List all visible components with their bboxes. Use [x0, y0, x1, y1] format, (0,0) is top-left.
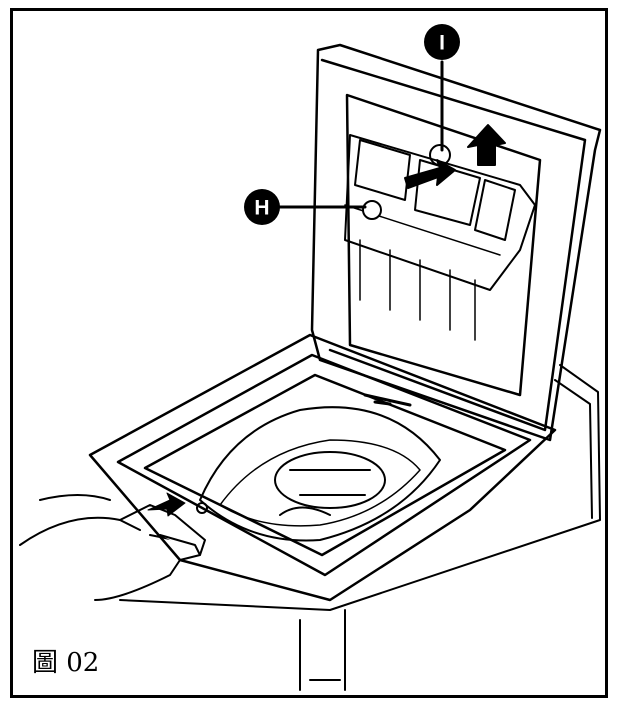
callout-h: H: [244, 189, 280, 225]
press-arrow: [147, 492, 186, 517]
hand: [19, 494, 208, 601]
release-arrows: [404, 124, 506, 189]
callout-i-label: I: [439, 32, 445, 55]
detergent-drawer: [344, 134, 536, 341]
drum: [199, 393, 441, 542]
figure-frame: [10, 8, 608, 698]
callout-h-label: H: [254, 197, 269, 220]
machine-body: [119, 364, 601, 691]
callout-i: I: [424, 24, 460, 60]
top-panel: [88, 333, 557, 602]
figure-caption: 圖 02: [32, 648, 100, 678]
